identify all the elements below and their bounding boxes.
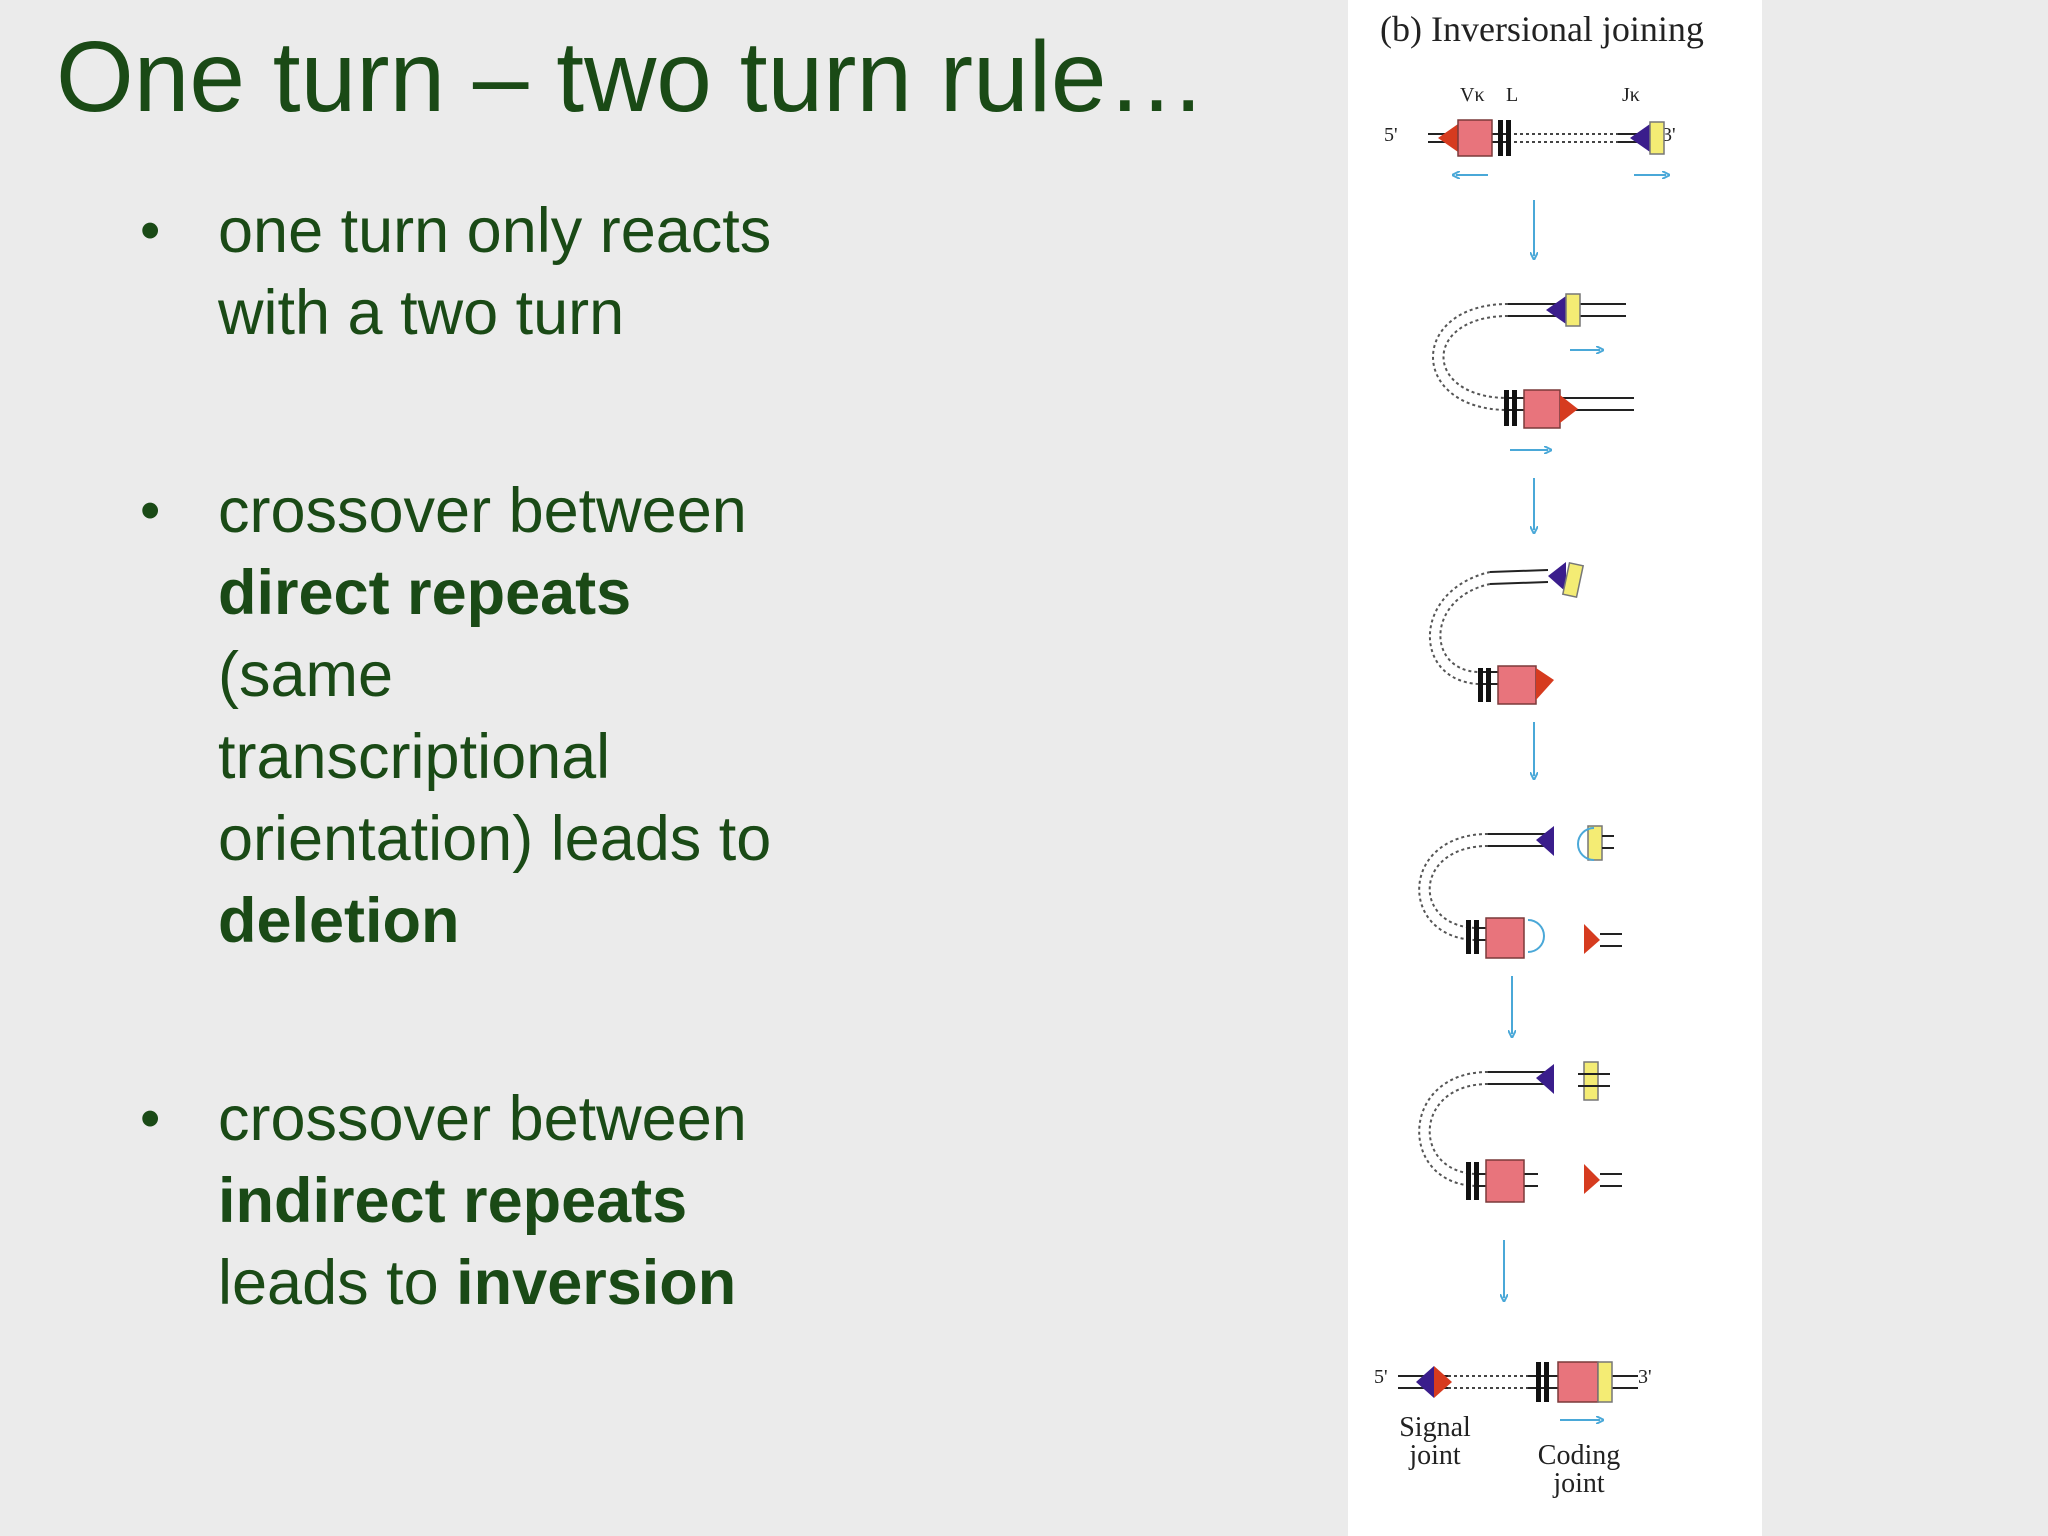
recombination-diagram bbox=[1398, 119, 1762, 1536]
v-segment-box bbox=[1485, 1159, 1525, 1203]
stage-4-hairpin bbox=[1418, 825, 1622, 959]
signal-joint-purple bbox=[1416, 1366, 1434, 1398]
label-5prime-top: 5' bbox=[1384, 124, 1398, 146]
leader-bar bbox=[1474, 1162, 1479, 1200]
j-segment-box bbox=[1565, 293, 1581, 327]
rss-red-triangle bbox=[1560, 395, 1578, 423]
bullet-emphasis: deletion bbox=[218, 886, 460, 956]
coding-joint-label: Coding joint bbox=[1524, 1442, 1634, 1498]
bullet-item-direct-repeats: crossover between direct repeats (same t… bbox=[140, 470, 780, 962]
figure-title: (b) Inversional joining bbox=[1380, 9, 1704, 49]
v-segment-box bbox=[1497, 665, 1537, 705]
stage-6-joints bbox=[1398, 1361, 1638, 1420]
coding-joint-line1: Coding bbox=[1537, 1440, 1621, 1471]
coding-v-box bbox=[1557, 1361, 1599, 1403]
inversional-joining-figure: (b) Inversional joining Vκ L Jκ 5' 3' 5'… bbox=[1348, 0, 1762, 1536]
stage-1-germline bbox=[1428, 119, 1666, 175]
hairpin-arrow bbox=[1577, 827, 1595, 861]
bullet-emphasis: indirect repeats bbox=[218, 1166, 688, 1236]
bullet-item-indirect-repeats: crossover between indirect repeats leads… bbox=[140, 1078, 780, 1324]
coding-j-box bbox=[1597, 1361, 1613, 1403]
bullet-text: one turn only reacts with a two turn bbox=[218, 196, 772, 348]
leader-bar bbox=[1498, 120, 1503, 156]
bullet-emphasis: inversion bbox=[456, 1248, 737, 1318]
v-segment-box bbox=[1485, 917, 1525, 959]
leader-bar bbox=[1506, 120, 1511, 156]
leader-bar bbox=[1466, 920, 1471, 954]
rss-purple-triangle bbox=[1546, 296, 1566, 324]
j-segment-box bbox=[1649, 121, 1665, 155]
signal-joint-label: Signal joint bbox=[1388, 1414, 1482, 1470]
label-l: L bbox=[1506, 84, 1519, 106]
leader-bar bbox=[1544, 1362, 1549, 1402]
leader-bar bbox=[1536, 1362, 1541, 1402]
signal-joint-line1: Signal bbox=[1399, 1412, 1471, 1443]
leader-bar bbox=[1512, 390, 1517, 426]
slide-title: One turn – two turn rule… bbox=[56, 21, 1207, 133]
j-segment-box bbox=[1587, 825, 1603, 861]
rss-purple-triangle bbox=[1536, 1064, 1554, 1094]
rss-red-triangle bbox=[1536, 668, 1554, 700]
rss-red-triangle bbox=[1438, 124, 1458, 152]
j-segment-box bbox=[1561, 562, 1585, 598]
leader-bar bbox=[1504, 390, 1509, 426]
v-segment-box bbox=[1457, 119, 1493, 157]
leader-bar bbox=[1474, 920, 1479, 954]
stage-2-loop bbox=[1432, 293, 1634, 450]
rss-purple-triangle bbox=[1548, 562, 1566, 592]
bullet-item-one-turn: one turn only reacts with a two turn bbox=[140, 190, 780, 354]
leader-bar bbox=[1466, 1162, 1471, 1200]
bullet-list: one turn only reacts with a two turn cro… bbox=[140, 190, 780, 1324]
bullet-text: crossover between bbox=[218, 476, 747, 546]
bullet-text: (same transcriptional orientation) leads… bbox=[218, 640, 772, 874]
coding-joint-line2: joint bbox=[1553, 1468, 1605, 1499]
signal-joint-red bbox=[1434, 1366, 1452, 1398]
label-3prime-top: 3' bbox=[1662, 124, 1676, 146]
stage-5-processing bbox=[1418, 1061, 1622, 1203]
v-segment-box bbox=[1523, 389, 1561, 429]
label-3prime-bottom: 3' bbox=[1638, 1366, 1652, 1388]
bullet-emphasis: direct repeats bbox=[218, 558, 632, 628]
leader-bar bbox=[1486, 668, 1491, 702]
label-j-kappa: Jκ bbox=[1622, 84, 1640, 106]
signal-joint-line2: joint bbox=[1409, 1440, 1461, 1471]
bullet-text: crossover between bbox=[218, 1084, 747, 1154]
hairpin-arrow bbox=[1527, 919, 1545, 953]
j-segment-box bbox=[1583, 1061, 1599, 1101]
stage-3-cleavage bbox=[1429, 562, 1585, 705]
rss-purple-triangle bbox=[1536, 826, 1554, 856]
rss-red-triangle bbox=[1584, 924, 1600, 954]
leader-bar bbox=[1478, 668, 1483, 702]
rss-purple-triangle bbox=[1630, 124, 1650, 152]
label-v-kappa: Vκ bbox=[1460, 84, 1485, 106]
rss-red-triangle bbox=[1584, 1164, 1600, 1194]
bullet-text: leads to bbox=[218, 1248, 457, 1318]
label-5prime-bottom: 5' bbox=[1374, 1366, 1388, 1388]
